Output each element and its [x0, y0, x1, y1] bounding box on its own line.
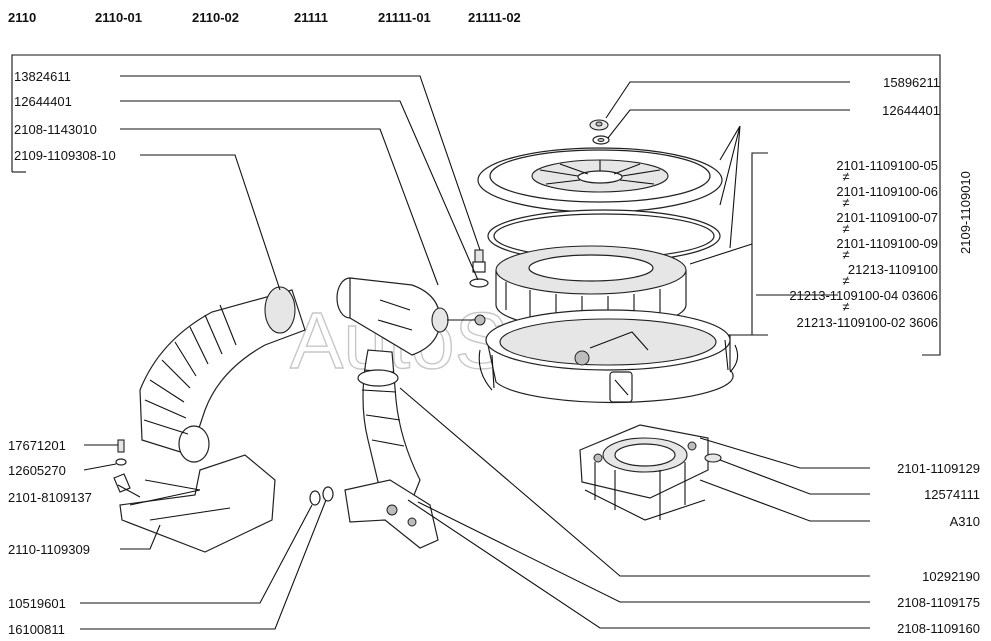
label-a310: A310 [950, 514, 980, 529]
cover-washer [592, 135, 610, 145]
model-code-2: 2110-01 [95, 10, 142, 25]
label-2108-1109160: 2108-1109160 [897, 621, 980, 636]
alt-mark-4: ≠ [842, 247, 849, 262]
intake-body [336, 277, 486, 356]
alternatives-bracket [751, 152, 768, 336]
label-2109-1109308-10: 2109-1109308-10 [14, 148, 116, 163]
filter-housing [478, 309, 739, 404]
clip [113, 473, 131, 493]
label-12644401-left: 12644401 [14, 94, 72, 109]
label-12605270: 12605270 [8, 463, 66, 478]
model-code-1: 2110 [8, 10, 36, 25]
label-10292190: 10292190 [922, 569, 980, 584]
alt-mark-5: ≠ [842, 273, 849, 288]
label-13824611: 13824611 [14, 69, 71, 84]
label-2108-1109175: 2108-1109175 [897, 595, 980, 610]
alt-mark-6: ≠ [842, 299, 849, 314]
filter-alt-3: 2101-1109100-07 [836, 210, 938, 225]
assembly-frame [11, 54, 941, 356]
label-2110-1109309: 2110-1109309 [8, 542, 90, 557]
label-10519601: 10519601 [8, 596, 66, 611]
cover-nut [589, 119, 609, 131]
label-17671201: 17671201 [8, 438, 66, 453]
filter-alt-5: 21213-1109100 [848, 262, 938, 277]
model-code-3: 2110-02 [192, 10, 239, 25]
alt-mark-3: ≠ [842, 221, 849, 236]
label-2101-8109137: 2101-8109137 [8, 490, 92, 505]
label-12644401-right: 12644401 [882, 103, 940, 118]
adapter-plate [579, 424, 709, 499]
nut-washer-pair [309, 486, 334, 506]
bolt [469, 249, 489, 288]
label-2101-1109129: 2101-1109129 [897, 461, 980, 476]
air-filter-cover [477, 147, 723, 213]
label-16100811: 16100811 [8, 622, 65, 637]
filter-alt-2: 2101-1109100-06 [836, 184, 938, 199]
filter-alt-7: 21213-1109100-02 3606 [797, 315, 938, 330]
filter-alt-6: 21213-1109100-04 03606 [789, 288, 938, 303]
adapter-studs [584, 462, 706, 521]
elbow-pipe [357, 349, 421, 506]
model-code-6: 21111-02 [468, 10, 521, 25]
mounting-bracket [344, 479, 439, 549]
model-code-5: 21111-01 [378, 10, 431, 25]
leader-lines [80, 75, 870, 630]
label-12574111: 12574111 [924, 487, 980, 502]
small-bolt [117, 439, 125, 453]
model-code-4: 21111 [294, 10, 328, 25]
corrugated-hose [139, 286, 306, 463]
adapter-nut [704, 453, 722, 463]
label-2108-1143010: 2108-1143010 [14, 122, 97, 137]
filter-alt-1: 2101-1109100-05 [836, 158, 938, 173]
assembly-code: 2109-1109010 [958, 171, 973, 254]
filter-alt-4: 2101-1109100-09 [836, 236, 938, 251]
model-header: 2110 2110-01 2110-02 21111 21111-01 2111… [8, 10, 521, 25]
alt-mark-2: ≠ [842, 195, 849, 210]
label-15896211: 15896211 [883, 75, 940, 90]
small-washer [115, 458, 127, 466]
air-intake-duct [119, 454, 276, 553]
alt-mark-1: ≠ [842, 169, 849, 184]
